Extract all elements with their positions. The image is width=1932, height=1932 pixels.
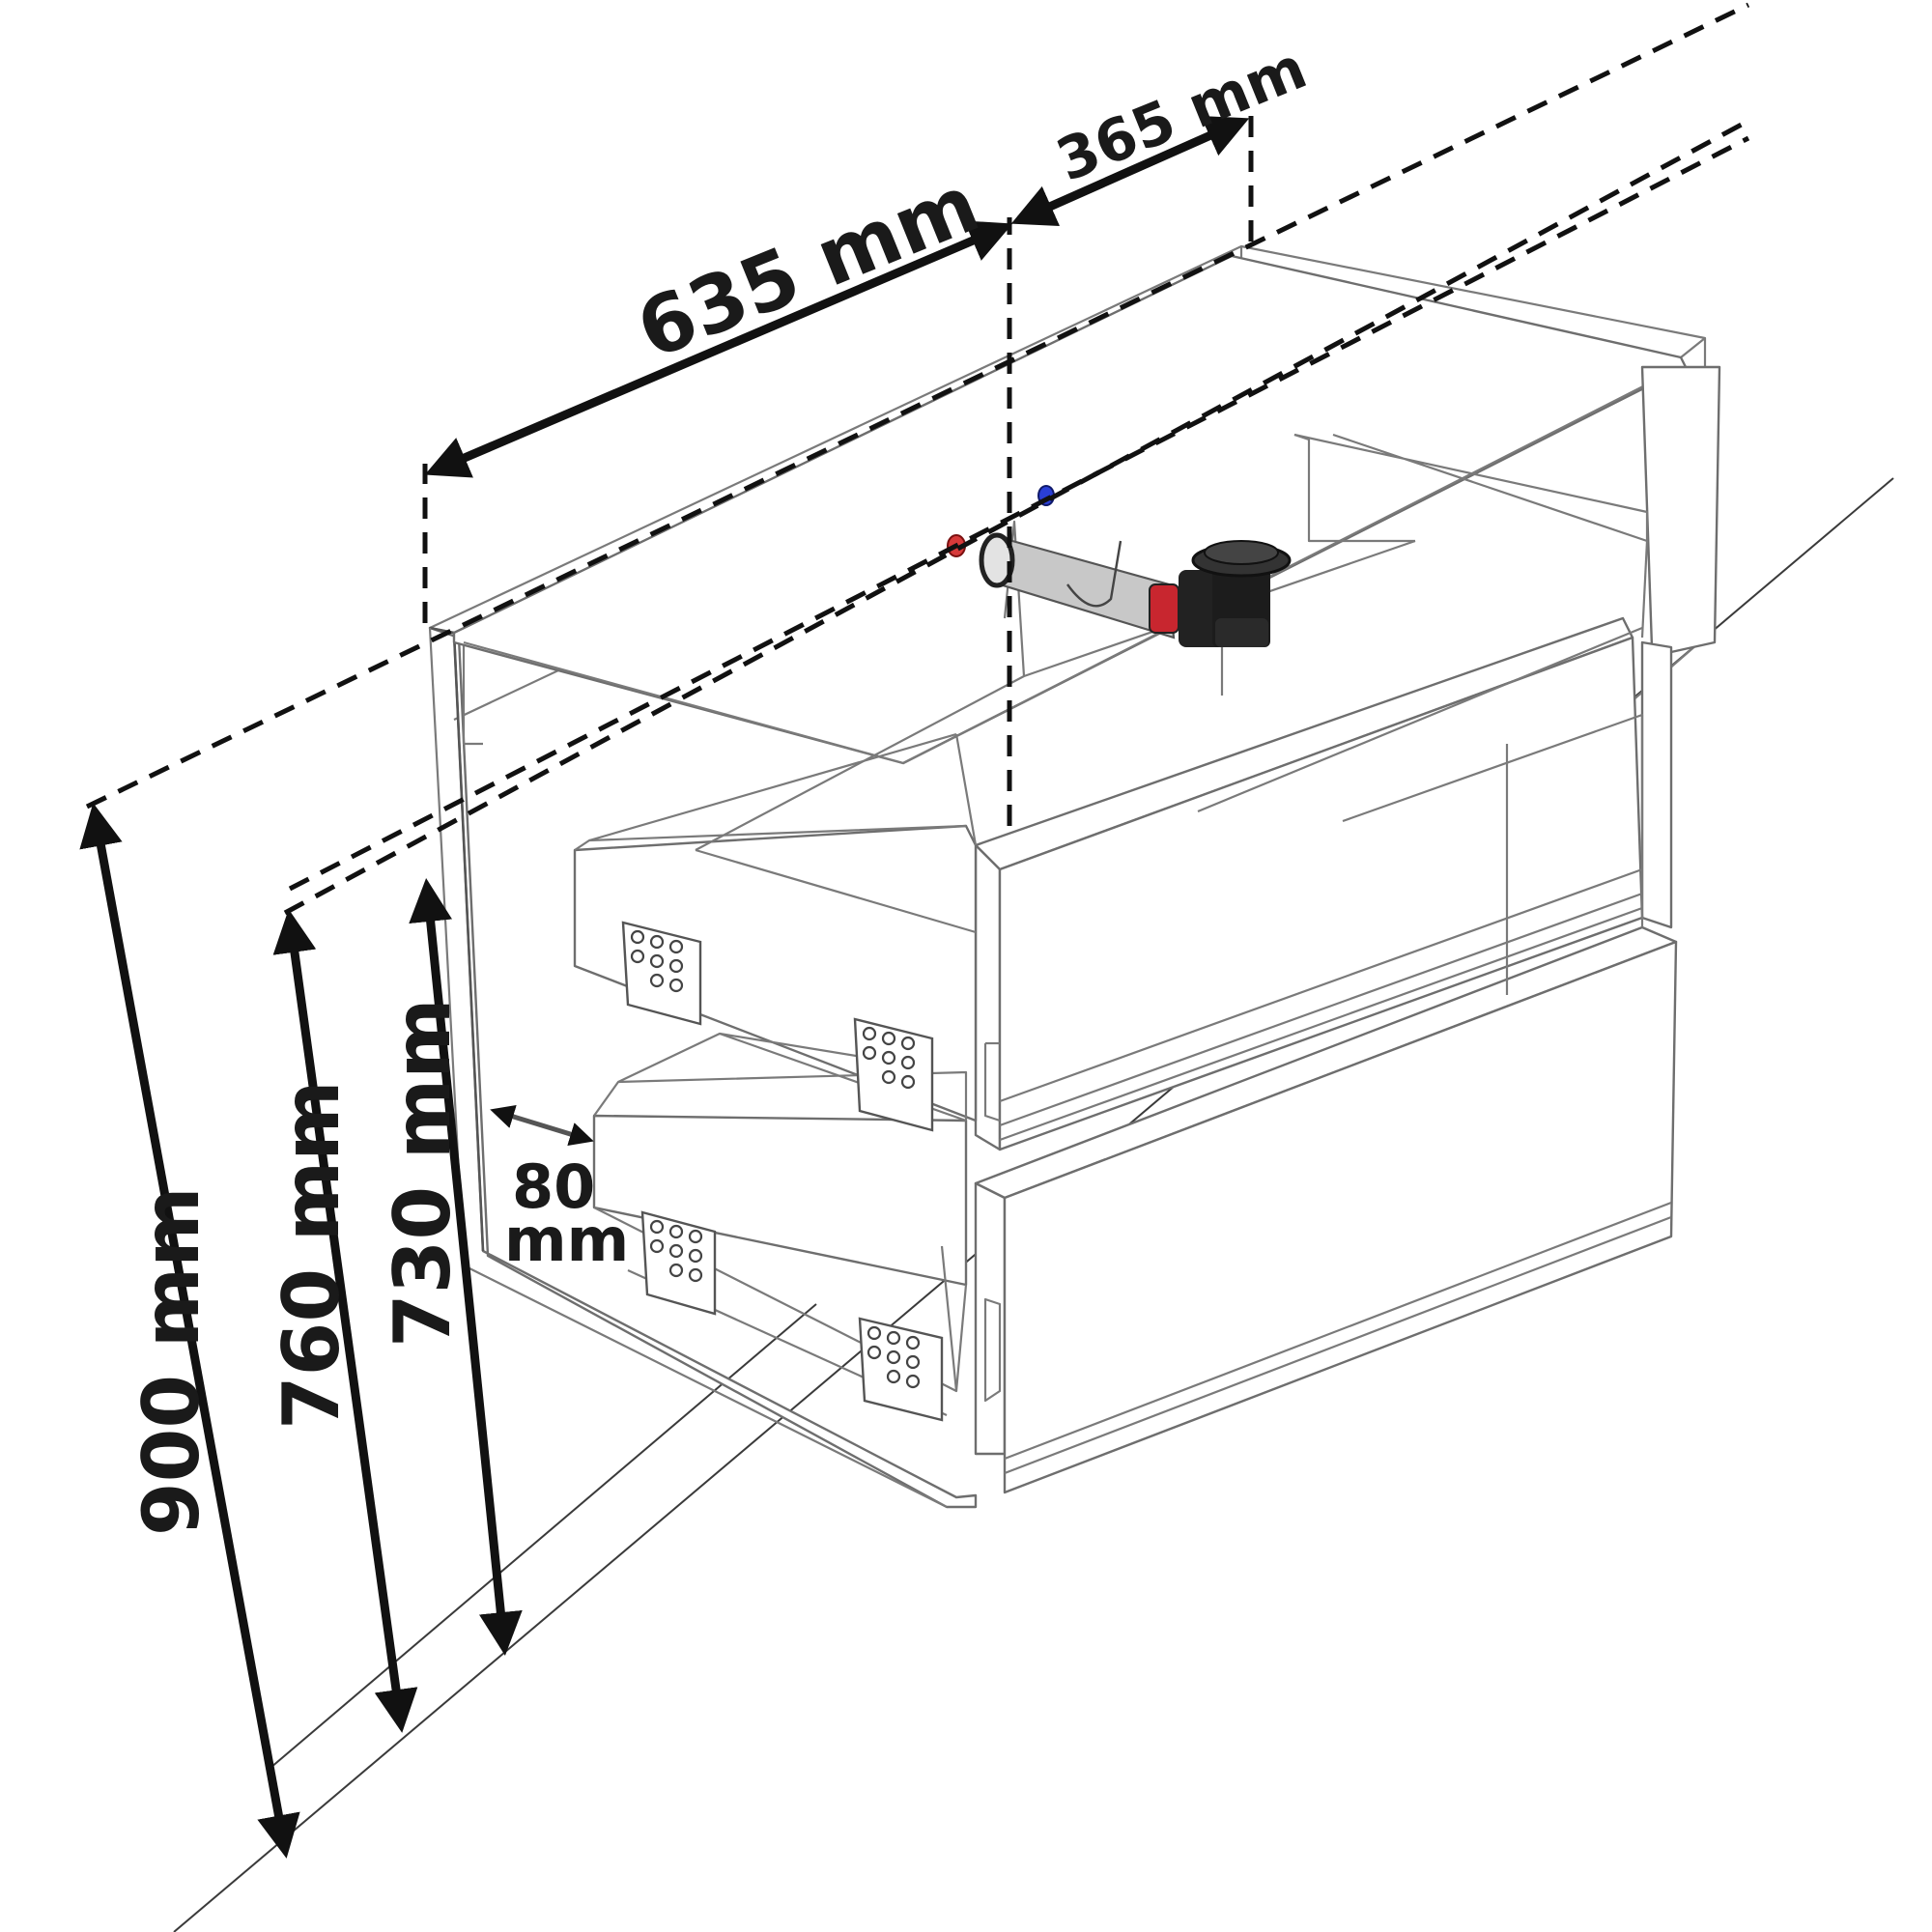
label-height-outlet: 730 mm: [378, 998, 468, 1348]
plumbing: [947, 485, 1292, 647]
label-height-inlet: 760 mm: [267, 1080, 356, 1430]
runner-clip: [858, 1317, 944, 1422]
label-side-gap-value: 80: [512, 1151, 595, 1222]
upper-drawer: [573, 433, 1649, 1151]
dimension-arrows: [79, 116, 1250, 1859]
width-arrow: [424, 220, 1013, 478]
height-outlet-arrow: [409, 878, 523, 1656]
runner-clip: [640, 1210, 717, 1316]
height-inlet-arrow: [272, 909, 418, 1733]
label-side-gap-unit: mm: [504, 1205, 629, 1275]
runner-clip: [621, 921, 702, 1026]
label-height-total: 900 mm: [127, 1186, 216, 1536]
height-total-arrow: [79, 803, 300, 1859]
offset-arrow: [1010, 116, 1250, 226]
runner-clip: [853, 1017, 934, 1132]
siphon-trap-icon: [1149, 540, 1292, 647]
drawer-runner-clips: [621, 921, 944, 1422]
cabinet-right-side: [1516, 365, 1721, 929]
lower-drawer: [592, 713, 1678, 1494]
drain-pipe: [979, 532, 1176, 639]
label-overall-width: 635 mm: [625, 158, 991, 378]
label-siphon-offset: 365 mm: [1047, 34, 1316, 194]
side-gap-arrow: [490, 1104, 594, 1147]
